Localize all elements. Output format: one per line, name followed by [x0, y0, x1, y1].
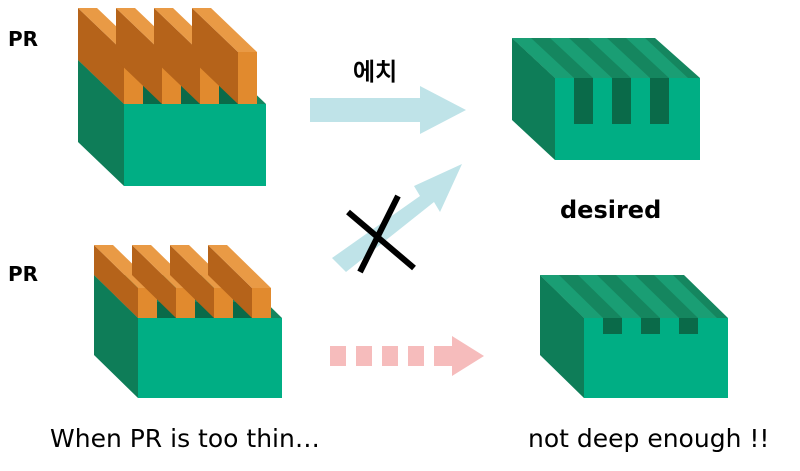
dashed-arrow-right-icon	[330, 336, 484, 376]
desired-result-block	[512, 38, 700, 160]
x-icon	[346, 194, 416, 274]
thick-pr-block	[78, 8, 266, 186]
substrate-side	[94, 275, 138, 398]
substrate-front	[138, 318, 282, 398]
arrow-right-icon	[310, 86, 466, 134]
pr-label-bottom: PR	[8, 262, 39, 286]
substrate-side	[78, 60, 124, 186]
substrate-side	[512, 38, 555, 160]
pr-fins	[94, 245, 271, 318]
caption-left: When PR is too thin…	[50, 424, 320, 453]
etch-label: 에치	[353, 58, 398, 86]
substrate-side	[540, 275, 584, 398]
pr-label-top: PR	[8, 27, 39, 51]
substrate-front	[124, 104, 266, 186]
pr-fins	[78, 8, 257, 104]
caption-right: not deep enough !!	[528, 424, 770, 453]
arrow-up-right-icon	[332, 164, 462, 272]
desired-label: desired	[560, 196, 662, 224]
substrate-front	[584, 318, 728, 398]
thin-pr-block	[94, 245, 282, 398]
shallow-result-block	[540, 275, 728, 398]
